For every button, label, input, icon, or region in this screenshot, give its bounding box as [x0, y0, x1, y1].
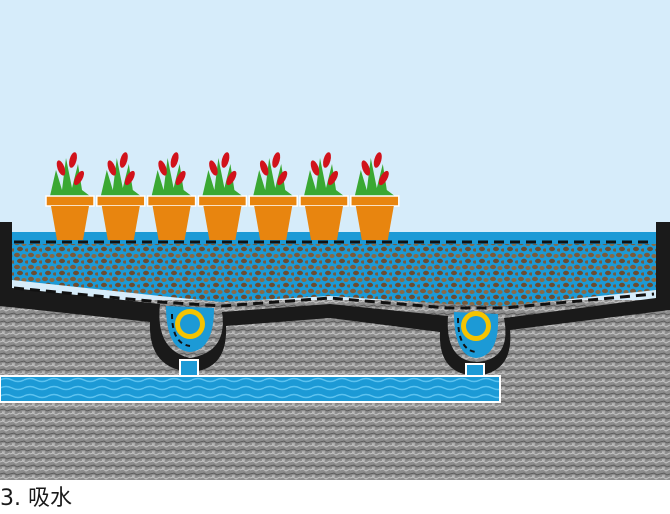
flower [373, 152, 382, 168]
flower [259, 160, 269, 176]
flower [119, 152, 128, 168]
pot-rim [350, 195, 400, 207]
flower [378, 170, 389, 186]
flower [56, 160, 66, 176]
potted-plant [197, 152, 248, 240]
potted-plants [45, 152, 400, 240]
pot-rim [146, 195, 197, 207]
flower [73, 170, 85, 186]
flower [323, 152, 331, 168]
flower [277, 170, 288, 186]
flower [209, 160, 218, 176]
diagram-caption: 3. 吸水 [0, 486, 72, 511]
water-absorption-diagram [0, 0, 670, 480]
pot-rim [299, 195, 349, 207]
flower [170, 152, 179, 168]
flower [272, 152, 281, 168]
potted-plant [45, 152, 95, 240]
underground-water-channel [0, 375, 501, 403]
potted-plant [350, 152, 400, 240]
pot-body [355, 206, 394, 240]
plant-leaves [354, 158, 395, 196]
pot-body [254, 206, 293, 240]
pot-body [101, 206, 140, 240]
flower [69, 152, 77, 168]
drain-pipe-2 [454, 311, 499, 358]
plant-leaves [304, 158, 344, 196]
pot-body [305, 206, 343, 240]
potted-plant [248, 152, 298, 240]
pot-body [203, 206, 242, 240]
flower [226, 170, 237, 186]
pot-rim [248, 195, 298, 207]
flower [221, 152, 230, 168]
potted-plant [146, 152, 197, 240]
drain-pipe-1 [166, 306, 214, 352]
potted-plant [299, 152, 349, 240]
plant-leaves [100, 158, 141, 196]
potted-plant [96, 152, 146, 240]
flower [124, 170, 135, 186]
plant-leaves [151, 158, 192, 196]
flower [107, 160, 117, 176]
pot-body [51, 206, 89, 240]
flower [310, 160, 320, 176]
pot-rim [96, 195, 146, 207]
plant-leaves [202, 158, 243, 196]
pot-rim [197, 195, 248, 207]
soil-layer [12, 244, 656, 306]
pot-rim [45, 195, 95, 207]
flower [327, 170, 339, 186]
flower [175, 170, 186, 186]
flower [158, 160, 167, 176]
pot-body [152, 206, 191, 240]
plant-leaves [50, 158, 90, 196]
plant-leaves [253, 158, 294, 196]
flower [361, 160, 371, 176]
